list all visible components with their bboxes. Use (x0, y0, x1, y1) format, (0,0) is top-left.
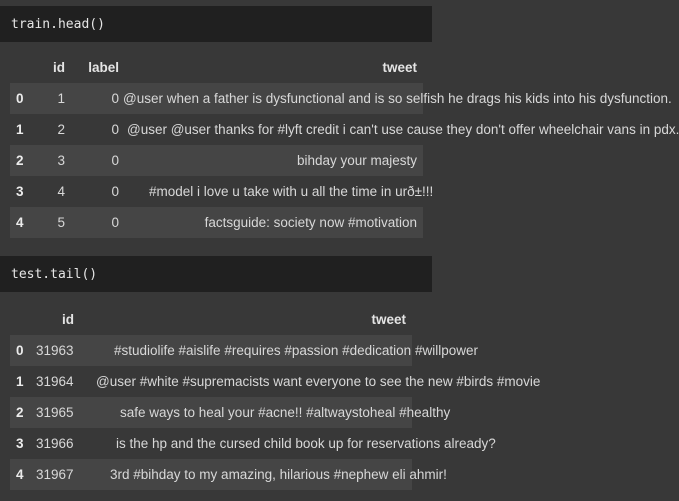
cell-label: 0 (65, 83, 119, 114)
cell-id: 31967 (36, 459, 91, 490)
cell-id: 2 (31, 114, 65, 145)
cell-tweet: is the hp and the cursed child book up f… (91, 428, 496, 459)
column-header-tweet: tweet (371, 311, 406, 327)
table-header-row: id tweet (10, 303, 412, 335)
row-index: 3 (10, 428, 36, 459)
row-index: 1 (10, 114, 31, 145)
cell-label: 0 (65, 176, 119, 207)
cell-tweet: #model i love u take with u all the time… (119, 176, 434, 207)
table-row: 2 3 0 bihday your majesty (10, 145, 423, 176)
tweet-text: safe ways to heal your #acne!! #altwayst… (120, 405, 451, 420)
cell-label: 0 (65, 145, 119, 176)
tweet-text: #studiolife #aislife #requires #passion … (114, 343, 478, 358)
tweet-text: @user when a father is dysfunctional and… (123, 91, 672, 106)
cell-id: 3 (31, 145, 65, 176)
cell-label: 0 (65, 207, 119, 238)
code-cell-test-tail[interactable]: test.tail() (0, 256, 432, 292)
cell-tweet: safe ways to heal your #acne!! #altwayst… (91, 397, 451, 428)
column-header-tweet: tweet (382, 59, 417, 75)
row-index: 4 (10, 459, 36, 490)
row-index: 0 (10, 335, 36, 366)
tweet-text: factsguide: society now #motivation (204, 215, 417, 230)
cell-tweet: @user @user thanks for #lyft credit i ca… (119, 114, 679, 145)
table-row: 0 31963 #studiolife #aislife #requires #… (10, 335, 478, 366)
code-cell-train-head[interactable]: train.head() (0, 6, 432, 42)
tweet-text: @user #white #supremacists want everyone… (96, 374, 541, 389)
row-index: 4 (10, 207, 31, 238)
code-text: test.tail() (11, 266, 98, 282)
table-header-row: id label tweet (10, 51, 423, 83)
row-index: 3 (10, 176, 31, 207)
column-header-index (10, 303, 36, 335)
row-index: 1 (10, 366, 36, 397)
cell-tweet: @user #white #supremacists want everyone… (91, 366, 541, 397)
table-row: 0 1 0 @user when a father is dysfunction… (10, 83, 672, 114)
cell-tweet: @user when a father is dysfunctional and… (119, 83, 672, 114)
cell-label: 0 (65, 114, 119, 145)
column-header-id: id (53, 59, 65, 75)
row-index: 2 (10, 145, 31, 176)
table-row: 2 31965 safe ways to heal your #acne!! #… (10, 397, 451, 428)
table-row: 4 5 0 factsguide: society now #motivatio… (10, 207, 423, 238)
output-cell-train-head: id label tweet 0 1 0 @user when a father… (0, 42, 679, 254)
table-row: 3 31966 is the hp and the cursed child b… (10, 428, 496, 459)
cell-id: 1 (31, 83, 65, 114)
cell-tweet: 3rd #bihday to my amazing, hilarious #ne… (91, 459, 447, 490)
column-header-index (10, 51, 31, 83)
tweet-text: #model i love u take with u all the time… (149, 184, 434, 199)
tweet-text: bihday your majesty (296, 153, 417, 168)
code-text: train.head() (11, 16, 105, 32)
cell-id: 4 (31, 176, 65, 207)
table-row: 1 2 0 @user @user thanks for #lyft credi… (10, 114, 679, 145)
cell-id: 31964 (36, 366, 91, 397)
cell-tweet: factsguide: society now #motivation (119, 207, 423, 238)
cell-tweet: bihday your majesty (119, 145, 423, 176)
dataframe-test-tail: id tweet 0 31963 #studiolife #aislife #r… (10, 303, 541, 490)
cell-id: 5 (31, 207, 65, 238)
table-row: 4 31967 3rd #bihday to my amazing, hilar… (10, 459, 447, 490)
tweet-text: is the hp and the cursed child book up f… (116, 436, 496, 451)
cell-id: 31963 (36, 335, 91, 366)
column-header-id: id (62, 311, 74, 327)
tweet-text: @user @user thanks for #lyft credit i ca… (127, 122, 679, 137)
output-cell-test-tail: id tweet 0 31963 #studiolife #aislife #r… (0, 292, 541, 501)
cell-id: 31965 (36, 397, 91, 428)
cell-id: 31966 (36, 428, 91, 459)
dataframe-train-head: id label tweet 0 1 0 @user when a father… (10, 51, 679, 238)
column-header-label: label (88, 59, 119, 75)
table-row: 1 31964 @user #white #supremacists want … (10, 366, 541, 397)
tweet-text: 3rd #bihday to my amazing, hilarious #ne… (110, 467, 447, 482)
cell-tweet: #studiolife #aislife #requires #passion … (91, 335, 478, 366)
table-row: 3 4 0 #model i love u take with u all th… (10, 176, 434, 207)
row-index: 2 (10, 397, 36, 428)
row-index: 0 (10, 83, 31, 114)
